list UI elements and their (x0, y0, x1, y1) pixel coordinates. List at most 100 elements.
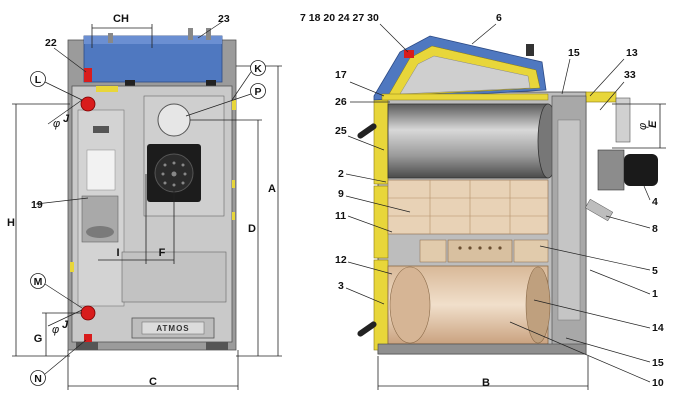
dim-label-ch: CH (113, 13, 129, 25)
nozzle-block-left (419, 239, 447, 263)
callout-m-circle (30, 273, 46, 289)
nozzle-holes (458, 246, 502, 250)
dim-label-c: C (149, 376, 157, 388)
handle-upper (357, 123, 377, 139)
label-2: 2 (338, 168, 344, 180)
fan-motor (624, 154, 658, 186)
red-valve-bottom (80, 305, 96, 321)
label-11: 11 (335, 210, 346, 222)
chamber-bricks (388, 180, 548, 234)
blue-top-strip (84, 36, 222, 44)
foot-right (206, 342, 228, 350)
right-dimensions: B φ E (377, 103, 666, 390)
dim-label-j-top-phi: φ (53, 118, 60, 130)
nozzle-plate (447, 239, 513, 263)
label-15a: 15 (568, 47, 580, 59)
callout-p: P (254, 86, 261, 98)
top-pipe-left (108, 33, 113, 43)
valve-top-fitting (84, 68, 92, 82)
rear-column-inner (557, 119, 581, 321)
left-dimensions: CH H G φ J φ J C A D I (7, 13, 282, 390)
hood-knob (526, 44, 534, 56)
name-plate-inner (141, 321, 205, 335)
dim-label-h: H (7, 217, 15, 229)
callout-n: N (34, 373, 42, 385)
hood-red-valve (404, 50, 414, 58)
label-8: 8 (652, 223, 658, 235)
flue-pipe (615, 97, 631, 143)
label-33: 33 (624, 69, 636, 81)
label-5: 5 (652, 265, 658, 277)
top-knob-left (125, 80, 135, 86)
nozzle-block-right (513, 239, 549, 263)
label-14: 14 (652, 322, 664, 334)
dim-label-e-phi: φ (637, 123, 649, 130)
dim-label-e: E (647, 120, 659, 128)
dim-label-j-top: J (63, 113, 70, 125)
dim-label-j-bottom-phi: φ (52, 324, 59, 336)
label-17: 17 (335, 69, 347, 81)
air-flap (584, 198, 614, 222)
label-19: 19 (31, 199, 43, 211)
callout-m: M (34, 276, 43, 288)
base (377, 343, 587, 355)
label-25: 25 (335, 125, 347, 137)
door-label-plate (93, 126, 109, 133)
label-6: 6 (496, 12, 502, 24)
drain-fitting (84, 334, 92, 342)
top-pipe-mid (188, 28, 193, 40)
label-13: 13 (626, 47, 638, 59)
label-9: 9 (338, 188, 344, 200)
right-section-view (357, 35, 658, 355)
lower-chamber-right-end (525, 266, 551, 344)
dim-label-f: F (159, 247, 166, 259)
lower-chamber-left-end (389, 266, 431, 344)
dim-label-j-bottom: J (62, 319, 69, 331)
right-labels: 7 18 20 24 27 30 6 15 13 33 17 26 25 2 9… (300, 12, 664, 389)
dim-label-d: D (248, 223, 256, 235)
front-yellow-panel-lower (373, 259, 389, 351)
front-yellow-panel-mid (373, 185, 389, 259)
hood-grey-inner (399, 55, 531, 95)
upper-drum (387, 103, 549, 179)
handle-lower (357, 321, 377, 337)
callout-l: L (35, 74, 42, 86)
label-12: 12 (335, 254, 347, 266)
side-clip-2 (232, 100, 236, 110)
left-front-view: ATMOS (67, 28, 237, 351)
label-15b: 15 (652, 357, 664, 369)
dim-label-i: I (116, 247, 119, 259)
combustion-chamber (387, 179, 549, 235)
top-knob-right (206, 80, 216, 86)
callout-k: K (254, 63, 262, 75)
red-valve-top (80, 96, 96, 112)
callout-p-circle (250, 83, 266, 99)
label-22: 22 (45, 37, 57, 49)
label-10: 10 (652, 377, 664, 389)
front-yellow-panel-upper (373, 99, 389, 185)
label-3: 3 (338, 280, 344, 292)
side-clip-3 (232, 180, 235, 188)
label-26: 26 (335, 96, 347, 108)
top-yellow-bar (381, 93, 549, 101)
label-23: 23 (218, 13, 230, 25)
yellow-pipe-top (96, 86, 118, 92)
label-4: 4 (652, 196, 658, 208)
dim-label-g: G (34, 333, 43, 345)
label-top-numbers: 7 18 20 24 27 30 (300, 12, 379, 24)
fan-grille-dots (161, 161, 187, 187)
dim-label-a: A (268, 183, 276, 195)
side-clip-1 (70, 262, 74, 272)
callout-n-circle (30, 370, 46, 386)
label-1: 1 (652, 288, 658, 300)
name-plate-text: ATMOS (156, 324, 189, 333)
foot-left (76, 342, 98, 350)
fan-housing (86, 226, 114, 238)
top-pipe-right (206, 28, 211, 40)
left-labels: 22 23 19 L K P M N (30, 13, 266, 386)
side-clip-4 (232, 212, 235, 220)
callout-l-circle (30, 71, 46, 87)
dim-label-b: B (482, 377, 490, 389)
